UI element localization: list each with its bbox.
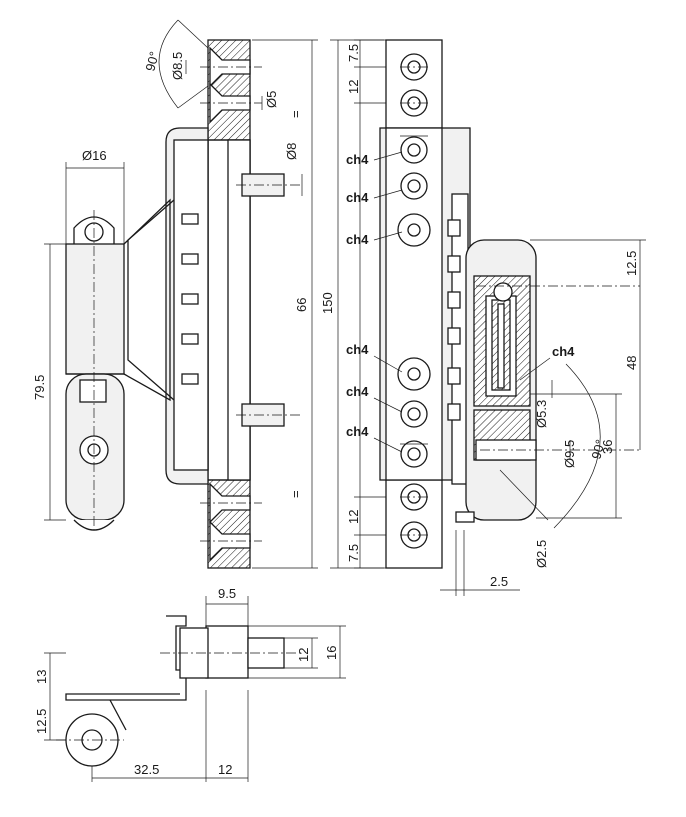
dim-d53: Ø5.3 <box>534 400 549 428</box>
dim-d25: Ø2.5 <box>534 540 549 568</box>
ch4-label-2: ch4 <box>346 190 369 205</box>
ch4-label-right: ch4 <box>552 344 575 359</box>
dim-d8: Ø8 <box>284 143 299 160</box>
dim-12-bottom: 12 <box>346 510 361 524</box>
dim-12-width: 12 <box>218 762 232 777</box>
ch4-label-1: ch4 <box>346 152 369 167</box>
dim-125-right: 12.5 <box>624 251 639 276</box>
side-section-view <box>127 39 300 569</box>
ch4-label-4: ch4 <box>346 342 369 357</box>
eq-bottom: = <box>288 490 303 498</box>
ch4-label-5: ch4 <box>346 384 369 399</box>
dim-795: 79.5 <box>32 375 47 400</box>
dim-d5: Ø5 <box>264 91 279 108</box>
dim-d95: Ø9.5 <box>562 440 577 468</box>
dim-25-width: 2.5 <box>490 574 508 589</box>
dim-325: 32.5 <box>134 762 159 777</box>
eq-top: = <box>288 110 303 118</box>
dim-150: 150 <box>320 292 335 314</box>
dim-75-bottom: 7.5 <box>346 544 361 562</box>
dim-125-bottom: 12.5 <box>34 709 49 734</box>
ch4-label-6: ch4 <box>346 424 369 439</box>
dim-12-top: 12 <box>346 80 361 94</box>
dim-13: 13 <box>34 670 49 684</box>
dim-d16: Ø16 <box>82 148 107 163</box>
dim-36: 36 <box>600 440 615 454</box>
dim-d85: Ø8.5 <box>170 52 185 80</box>
dim-95-bottom: 9.5 <box>218 586 236 601</box>
ch4-label-3: ch4 <box>346 232 369 247</box>
left-hinge-view <box>65 198 171 531</box>
bottom-plan-view <box>56 615 300 767</box>
right-hinge-view <box>379 39 640 569</box>
dim-66: 66 <box>294 298 309 312</box>
dim-12-bottom-view: 12 <box>296 648 311 662</box>
dim-48: 48 <box>624 356 639 370</box>
dim-16: 16 <box>324 646 339 660</box>
angle-90-top: 90° <box>142 50 162 73</box>
dim-75-top: 7.5 <box>346 44 361 62</box>
angle-90-right: 90° <box>588 438 608 461</box>
